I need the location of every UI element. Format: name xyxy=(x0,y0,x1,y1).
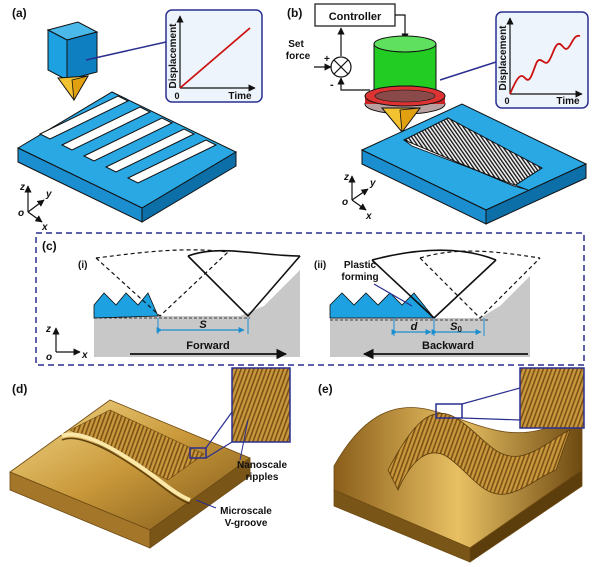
label-s: S xyxy=(199,319,207,331)
zoom-inset-e xyxy=(519,367,585,429)
controller-label: Controller xyxy=(329,11,382,23)
label-microscale-1: Microscale xyxy=(220,506,272,517)
label-backward: Backward xyxy=(422,340,474,352)
axis-a-x: x xyxy=(41,222,48,233)
inset-a-xlabel: Time xyxy=(228,91,252,102)
subpanel-c-ii: (ii) Plastic forming d S0 Backward xyxy=(314,249,541,360)
panel-a: (a) Displacement Time 0 xyxy=(12,6,263,233)
leader-line-b xyxy=(439,61,497,81)
workpiece-a-side xyxy=(141,151,237,223)
axis-c-x: x xyxy=(81,350,88,361)
label-microscale-2: V-groove xyxy=(225,518,268,529)
inset-a-ylabel: Displacement xyxy=(168,23,179,89)
axis-c-o: o xyxy=(46,352,52,363)
axis-a-z: z xyxy=(19,182,25,193)
panel-c-frame xyxy=(35,232,585,366)
panel-e: (e) xyxy=(318,367,585,563)
subpanel-c-i: (i) S Forward xyxy=(78,249,301,360)
substrate-i xyxy=(94,270,300,357)
actuator-top xyxy=(373,35,437,53)
panel-e-tag: (e) xyxy=(318,382,333,396)
subpanel-c-ii-tag: (ii) xyxy=(314,260,326,271)
panel-c: (c) (i) S Forward z x o xyxy=(35,232,585,366)
plastic-forming-2: forming xyxy=(341,272,378,283)
axis-b-z: z xyxy=(343,172,349,183)
axis-b-o: o xyxy=(342,197,348,208)
tool-initial-dashed-ii xyxy=(419,257,541,319)
diamond-tip-facet xyxy=(71,75,89,102)
plus-sign: + xyxy=(324,54,330,65)
zoom-inset-d xyxy=(231,367,291,443)
axis-a-y: y xyxy=(45,189,52,200)
set-force-label-1: Set xyxy=(288,39,304,50)
axes-b xyxy=(348,175,369,211)
gold-sample-d-side xyxy=(149,457,251,549)
label-nanoscale-1: Nanoscale xyxy=(237,460,287,471)
axes-c xyxy=(52,327,81,356)
label-nanoscale-2: ripples xyxy=(246,472,279,483)
label-d: d xyxy=(411,321,418,333)
panel-b-tag: (b) xyxy=(287,6,302,20)
set-force-label-2: force xyxy=(286,51,311,62)
panel-d: (d) Nanoscale ripples Microscale V-groov… xyxy=(9,367,291,549)
plastic-forming-1: Plastic xyxy=(344,260,377,271)
tool-block-side xyxy=(66,31,98,81)
workpiece-b-side xyxy=(485,163,587,225)
feedback-line xyxy=(337,77,370,91)
v-groove-d xyxy=(61,432,191,502)
ripple-wave-e xyxy=(387,412,571,495)
inset-a-origin: 0 xyxy=(174,91,179,101)
v-grooves-a xyxy=(38,95,218,184)
panel-d-tag: (d) xyxy=(12,382,27,396)
grooves-i xyxy=(93,292,159,319)
label-forward: Forward xyxy=(186,340,229,352)
zoom-box-d xyxy=(189,447,207,459)
inset-b-oscillating-curve xyxy=(509,34,581,95)
zoom-box-e xyxy=(435,403,463,419)
inset-b-origin: 0 xyxy=(504,96,509,106)
minus-sign: - xyxy=(330,79,334,91)
grooves-ii xyxy=(329,292,435,319)
leader-line-a xyxy=(85,41,167,61)
axis-b-y: y xyxy=(369,178,376,189)
axes-a xyxy=(24,185,45,223)
inset-a-linear-curve xyxy=(179,27,251,89)
controller-to-actuator xyxy=(395,14,409,41)
axis-a-o: o xyxy=(18,208,24,219)
axis-b-x: x xyxy=(365,211,372,222)
subpanel-c-i-tag: (i) xyxy=(78,260,87,271)
inset-b-ylabel: Displacement xyxy=(498,25,509,91)
label-s0: S0 xyxy=(450,321,462,334)
panel-b: (b) Controller Set force + - Displac xyxy=(286,3,589,225)
axis-c-z: z xyxy=(45,324,51,335)
tool-current xyxy=(187,255,301,318)
panel-a-tag: (a) xyxy=(12,6,27,20)
inset-b-xlabel: Time xyxy=(556,96,580,107)
panel-c-tag: (c) xyxy=(42,239,57,253)
